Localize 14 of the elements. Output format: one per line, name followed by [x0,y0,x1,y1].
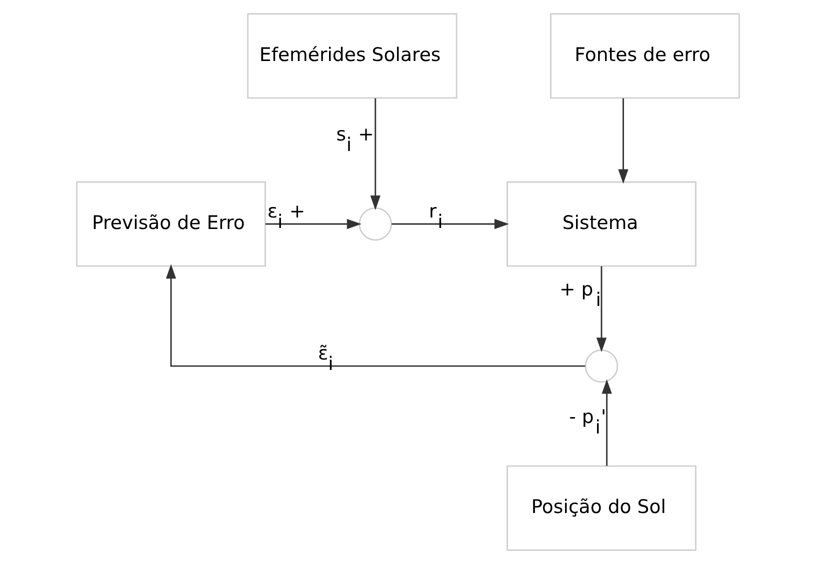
node-circle [358,207,392,241]
node-circle [584,349,618,383]
node-box: Efemérides Solares [246,13,457,99]
arrow [370,98,380,210]
arrow [601,379,612,466]
node-box: Fontes de erro [550,13,740,99]
arrow [596,266,606,352]
arrow [391,218,508,230]
node-box: Posição do Sol [506,465,696,551]
node-box: Sistema [506,181,696,267]
node-box: Previsão de Erro [76,181,266,267]
arrow [165,264,585,367]
arrow [618,98,628,184]
arrow [264,218,361,230]
